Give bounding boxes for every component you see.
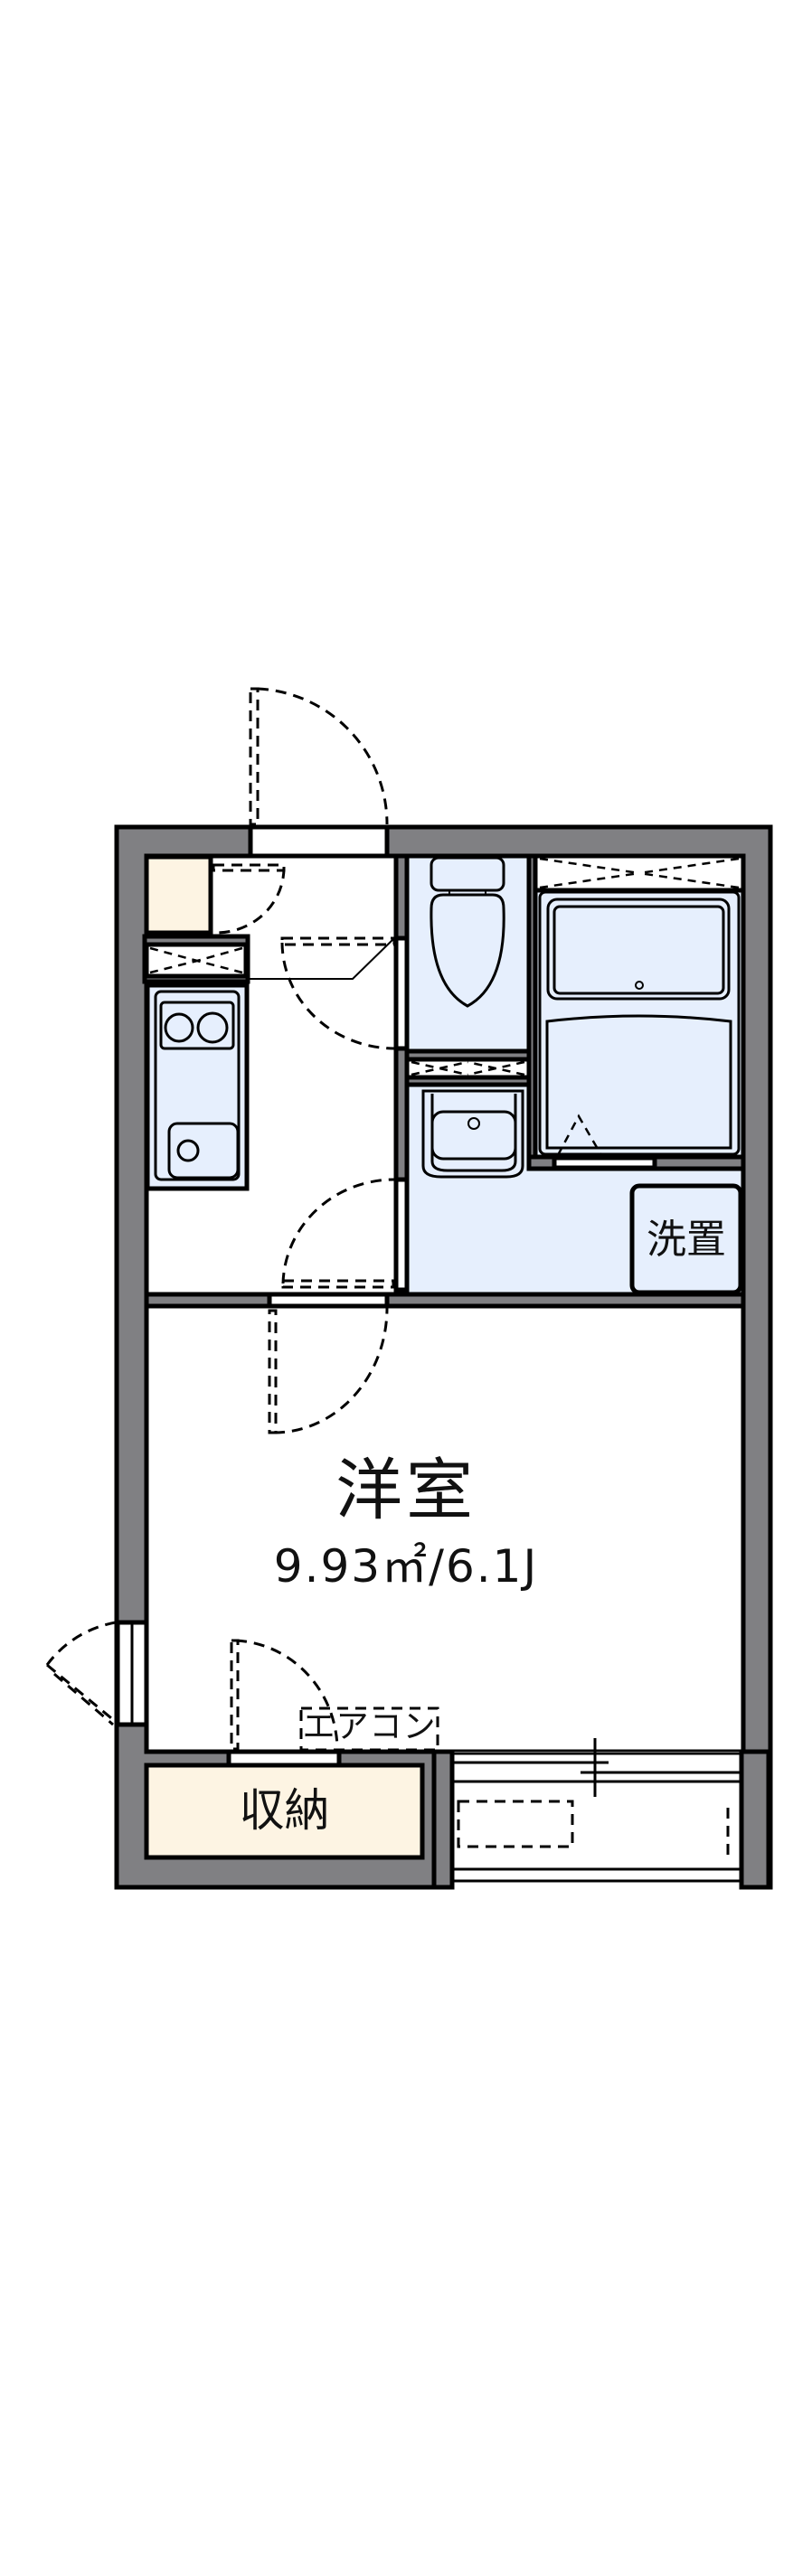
interior-floors xyxy=(144,853,746,1887)
room-area: 9.93㎡/6.1J xyxy=(273,1540,539,1593)
room-name-western-room: 洋室 xyxy=(335,1452,477,1529)
toilet-door-swing-icon xyxy=(248,936,396,1050)
storage-label: 収納 xyxy=(239,1784,330,1837)
storage-door-icon[interactable] xyxy=(230,1639,339,1751)
air-conditioner-label: エアコン xyxy=(302,1708,437,1745)
toilet-icon xyxy=(430,856,505,1008)
overhead-cabinet-icon xyxy=(142,934,250,984)
shoe-cabinet-icon xyxy=(144,854,286,935)
outdoor-unit-icon xyxy=(457,1800,574,1848)
openings xyxy=(115,824,657,1768)
casement-window-icon xyxy=(45,1621,117,1726)
washing-machine-space-icon xyxy=(629,1183,743,1295)
entrance-door-icon[interactable] xyxy=(249,687,389,826)
washbasin-icon xyxy=(421,1089,524,1179)
air-conditioner-icon xyxy=(299,1706,439,1752)
sliding-window-icon xyxy=(431,1738,771,1890)
room-door-icon[interactable] xyxy=(268,1307,389,1434)
bathtub-icon xyxy=(538,890,741,1156)
kitchen-sink-icon xyxy=(167,1122,240,1180)
balcony-icon xyxy=(450,1782,741,1887)
washroom-door-swing-icon xyxy=(281,1178,395,1289)
kitchen-stove-icon xyxy=(145,982,250,1191)
washer-space-label: 洗置 xyxy=(647,1217,726,1263)
